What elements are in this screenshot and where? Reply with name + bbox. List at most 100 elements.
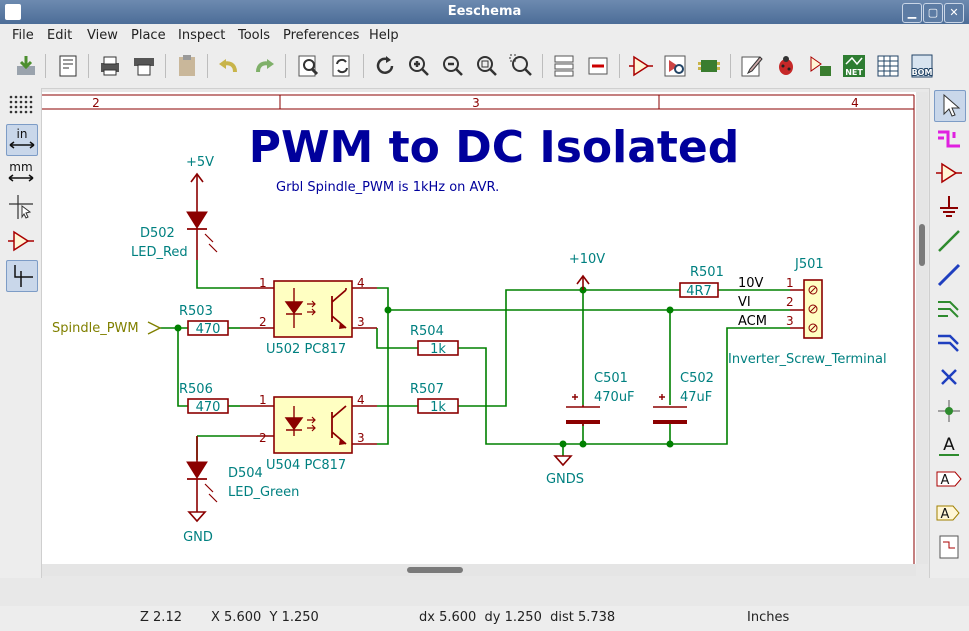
r503-ref: R503 [179, 304, 213, 319]
power-10v-symbol [576, 274, 590, 290]
r501-value: 4R7 [686, 284, 712, 299]
horizontal-scrollbar[interactable] [42, 564, 916, 576]
find-replace-icon[interactable] [328, 52, 356, 80]
left-toolbar: in mm [0, 88, 42, 578]
netlist-icon[interactable]: NET [840, 52, 868, 80]
resistor-r504 [417, 340, 459, 356]
menu-file[interactable]: File [12, 28, 34, 43]
junctions [174, 286, 674, 448]
erc-icon[interactable] [772, 52, 800, 80]
r504-value: 1k [430, 342, 446, 357]
grid-toggle-icon[interactable] [6, 92, 36, 122]
zoom-selection-icon[interactable] [507, 52, 535, 80]
menu-help[interactable]: Help [369, 28, 399, 43]
vertical-scrollbar[interactable] [916, 92, 928, 564]
svg-text:A: A [943, 435, 955, 455]
net-acm-label: ACM [738, 314, 767, 329]
hidden-pins-icon[interactable] [6, 226, 36, 256]
add-global-label-icon[interactable]: A [934, 464, 964, 494]
svg-text:BOM: BOM [912, 68, 933, 77]
sheet-column-3: 3 [472, 96, 480, 110]
undo-icon[interactable] [215, 52, 243, 80]
c502-ref: C502 [680, 371, 714, 386]
save-icon[interactable] [12, 52, 40, 80]
power-5v-symbol [190, 172, 204, 212]
status-zoom: Z 2.12 [140, 610, 182, 625]
svg-text:in: in [17, 127, 28, 141]
paste-icon[interactable] [173, 52, 201, 80]
resistor-r501 [679, 282, 719, 298]
page-settings-icon[interactable] [54, 52, 82, 80]
capacitor-c502 [653, 394, 687, 424]
zoom-out-icon[interactable] [439, 52, 467, 80]
add-bus-entry-icon[interactable] [934, 328, 964, 358]
highlight-net-icon[interactable] [934, 124, 964, 154]
add-wire-icon[interactable] [934, 226, 964, 256]
add-sheet-icon[interactable] [934, 532, 964, 562]
wire-orthogonal-icon[interactable] [6, 260, 38, 292]
find-icon[interactable] [294, 52, 322, 80]
add-label-icon[interactable]: A [934, 430, 964, 460]
j501-pin-1: 1 [786, 276, 794, 290]
menu-preferences[interactable]: Preferences [283, 28, 360, 43]
minimize-button[interactable]: ▁ [902, 3, 922, 23]
status-relative-position: dx 5.600 dy 1.250 dist 5.738 [419, 610, 616, 625]
menu-place[interactable]: Place [131, 28, 166, 43]
sheet-border [42, 94, 915, 564]
main-toolbar: NET BOM [0, 46, 969, 89]
r507-value: 1k [430, 400, 446, 415]
add-hierarchical-label-icon[interactable]: A [934, 498, 964, 528]
symbol-editor-icon[interactable] [627, 52, 655, 80]
add-symbol-icon[interactable] [934, 158, 964, 188]
zoom-fit-icon[interactable] [473, 52, 501, 80]
schematic-canvas[interactable]: 2 3 4 PWM to DC Isolated Grbl Spindle_PW… [42, 92, 916, 564]
schematic-drawing: 2 3 4 PWM to DC Isolated Grbl Spindle_PW… [42, 94, 915, 564]
zoom-in-icon[interactable] [405, 52, 433, 80]
cursor-crosshair-icon[interactable] [6, 192, 36, 222]
assign-footprints-icon[interactable] [806, 52, 834, 80]
menu-inspect[interactable]: Inspect [178, 28, 226, 43]
menu-tools[interactable]: Tools [238, 28, 271, 43]
r504-ref: R504 [410, 324, 444, 339]
annotate-icon[interactable] [738, 52, 766, 80]
hierarchy-navigator-icon[interactable] [550, 52, 578, 80]
units-inches-icon[interactable]: in [6, 124, 38, 156]
schematic-note: Grbl Spindle_PWM is 1kHz on AVR. [276, 180, 499, 195]
u502-ref: U502 PC817 [266, 342, 346, 357]
horizontal-scroll-thumb[interactable] [407, 567, 463, 573]
maximize-button[interactable]: ▢ [923, 3, 943, 23]
redo-icon[interactable] [250, 52, 278, 80]
menu-view[interactable]: View [87, 28, 118, 43]
d504-value: LED_Green [228, 485, 299, 500]
print-icon[interactable] [96, 52, 124, 80]
net-10v-label: 10V [738, 276, 764, 291]
u504-pin-4: 4 [357, 393, 365, 407]
r507-ref: R507 [410, 382, 444, 397]
status-bar: Z 2.12 X 5.600 Y 1.250 dx 5.600 dy 1.250… [0, 606, 969, 631]
leave-sheet-icon[interactable] [584, 52, 612, 80]
connector-j501 [790, 279, 823, 339]
add-wire-entry-icon[interactable] [934, 294, 964, 324]
refresh-icon[interactable] [371, 52, 399, 80]
c501-ref: C501 [594, 371, 628, 386]
gnd-label: GND [183, 530, 213, 545]
optocoupler-u504 [240, 396, 377, 454]
no-connect-icon[interactable] [934, 362, 964, 392]
plot-icon[interactable] [130, 52, 158, 80]
units-mm-icon[interactable]: mm [6, 158, 36, 188]
d502-value: LED_Red [131, 245, 188, 260]
window-title: Eeschema [447, 4, 522, 19]
select-pointer-icon[interactable] [934, 90, 966, 122]
vertical-scroll-thumb[interactable] [919, 224, 925, 266]
symbol-browser-icon[interactable] [661, 52, 689, 80]
close-button[interactable]: ✕ [944, 3, 964, 23]
add-power-icon[interactable] [934, 192, 964, 222]
add-bus-icon[interactable] [934, 260, 964, 290]
menu-edit[interactable]: Edit [47, 28, 73, 43]
bom-icon[interactable]: BOM [908, 52, 936, 80]
add-junction-icon[interactable] [934, 396, 964, 426]
resistor-r507 [417, 398, 459, 414]
sheet-column-4: 4 [851, 96, 859, 110]
footprint-editor-icon[interactable] [695, 52, 723, 80]
bom-table-icon[interactable] [874, 52, 902, 80]
